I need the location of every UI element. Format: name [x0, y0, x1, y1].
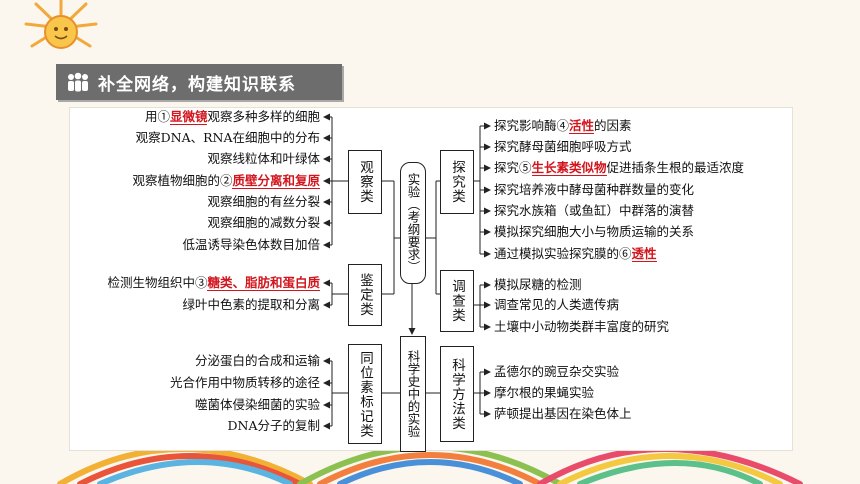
observe-item: 观察线粒体和叶绿体: [207, 151, 320, 166]
observe-item: 观察植物细胞的②质壁分离和复原: [132, 173, 320, 189]
section-title: 补全网络，构建知识联系: [98, 74, 296, 95]
observe-item: 观察细胞的有丝分裂: [207, 194, 320, 209]
answer-blank: 质壁分离和复原: [232, 173, 320, 189]
category-explore-label: 探究类: [449, 160, 465, 204]
homology-item: 噬菌体侵染细菌的实验: [194, 397, 320, 412]
homology-item: DNA分子的复制: [227, 418, 321, 433]
observe-item: 观察DNA、RNA在细胞中的分布: [135, 130, 320, 145]
knowledge-map-panel: 观察类 鉴定类 同位素标记类 实验（考纲要求） 科学史中的实验 探究类 调查类 …: [70, 108, 792, 452]
category-observe-label: 观察类: [357, 160, 373, 204]
category-survey-label: 调查类: [449, 279, 465, 323]
category-method-label: 科学方法类: [449, 357, 465, 431]
observe-item: 低温诱导染色体数目加倍: [182, 237, 320, 252]
survey-item: 调查常见的人类遗传病: [494, 297, 620, 312]
people-icon: [68, 72, 88, 92]
observe-item: 用①显微镜观察多种多样的细胞: [144, 109, 320, 125]
center-bottom-label: 科学史中的实验: [405, 350, 421, 438]
explore-item: 探究⑤生长素类似物促进插条生根的最适浓度: [494, 160, 745, 176]
answer-blank: 生长素类似物: [531, 160, 607, 176]
category-survey-box: 调查类: [440, 270, 474, 332]
method-item: 摩尔根的果蝇实验: [494, 385, 595, 400]
method-item: 萨顿提出基因在染色体上: [494, 406, 632, 421]
answer-blank: 糖类、脂肪和蛋白质: [207, 275, 320, 291]
homology-item: 分泌蛋白的合成和运输: [194, 353, 320, 368]
explore-item: 探究培养液中酵母菌种群数量的变化: [494, 182, 695, 197]
survey-item: 模拟尿糖的检测: [494, 277, 582, 292]
category-explore-box: 探究类: [440, 150, 474, 214]
explore-item: 探究酵母菌细胞呼吸方式: [494, 139, 632, 154]
answer-blank: 活性: [569, 118, 595, 134]
center-top-label: 实验（考纲要求）: [405, 173, 421, 273]
center-bottom-box: 科学史中的实验: [400, 336, 426, 452]
explore-item: 探究水族箱（或鱼缸）中群落的演替: [494, 203, 695, 218]
category-observe-box: 观察类: [348, 150, 382, 214]
identify-item: 检测生物组织中③糖类、脂肪和蛋白质: [107, 275, 320, 291]
category-method-box: 科学方法类: [440, 346, 474, 442]
sun-doodle-icon: [24, 0, 98, 49]
method-item: 孟德尔的豌豆杂交实验: [494, 364, 620, 379]
homology-item: 光合作用中物质转移的途径: [169, 375, 320, 390]
explore-item: 模拟探究细胞大小与物质运输的关系: [494, 224, 695, 239]
center-top-box: 实验（考纲要求）: [400, 162, 426, 284]
survey-item: 土壤中小动物类群丰富度的研究: [494, 319, 670, 334]
answer-blank: 显微镜: [169, 109, 208, 125]
explore-item: 探究影响酶④活性的因素: [494, 118, 632, 134]
category-homology-box: 同位素标记类: [348, 344, 382, 444]
answer-blank: 透性: [631, 246, 657, 262]
connector-lines: [323, 113, 491, 430]
category-identify-label: 鉴定类: [357, 273, 373, 317]
identify-item: 绿叶中色素的提取和分离: [182, 297, 320, 312]
explore-item: 通过模拟实验探究膜的⑥透性: [494, 246, 657, 262]
category-homology-label: 同位素标记类: [357, 350, 373, 438]
category-identify-box: 鉴定类: [348, 264, 382, 326]
observe-item: 观察细胞的减数分裂: [207, 215, 320, 230]
section-banner: 补全网络，构建知识联系: [56, 64, 342, 100]
